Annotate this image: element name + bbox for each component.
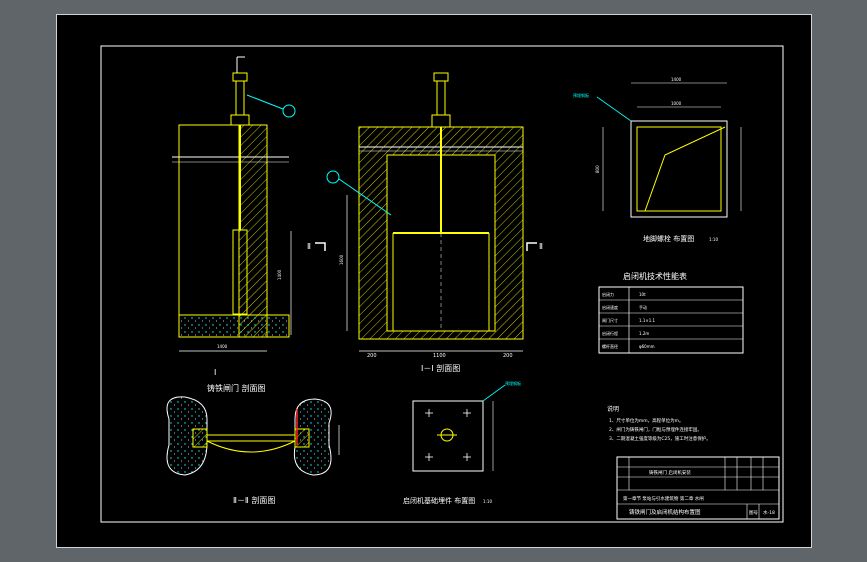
spec-table-title: 启闭机技术性能表 xyxy=(623,271,687,281)
spec-row-3-name: 闸门尺寸 xyxy=(602,317,618,323)
base-callout: 预埋钢板 xyxy=(505,380,521,386)
spec-row-4-name: 启闭行程 xyxy=(602,330,618,336)
title-row-1: 铸铁闸门 启闭机安装 xyxy=(649,469,691,476)
spec-row-5-name: 螺杆直径 xyxy=(602,343,618,349)
detail-caption: 地脚螺栓 布置图 xyxy=(643,234,694,243)
spec-table: 启闭机技术性能表 启闭力 10t 启闭速度 手动 闸门尺寸 1.1×1.1 启闭… xyxy=(598,271,744,354)
detail-callout: 预埋钢板 xyxy=(573,92,589,98)
title-row-2: 第一章节 泵站与引水建筑物 第二章 水闸 xyxy=(623,495,704,502)
title-row-3: 铸铁闸门及启闭机结构布置图 xyxy=(629,508,701,516)
inner-frame xyxy=(100,45,784,523)
front-dim-left: 200 xyxy=(367,353,377,359)
elevation-caption: 铸铁闸门 剖面图 xyxy=(207,383,266,393)
notes-line-1: 1、尺寸单位为mm，高程单位为m。 xyxy=(609,417,684,424)
front-dim-right: 200 xyxy=(503,353,513,359)
elevation-dim-height: 1400 xyxy=(277,269,282,280)
base-caption: 启闭机基础埋件 布置图 xyxy=(403,496,475,505)
detail-dim-top-inner: 1000 xyxy=(671,101,682,106)
drawing-sheet: 1400 1400 Ⅰ 铸铁闸门 剖面图 Ⅱ Ⅱ 200 1100 200 xyxy=(56,14,812,548)
front-dim-mid: 1100 xyxy=(433,353,446,359)
detail-dim-top-outer: 1400 xyxy=(671,77,682,82)
front-view: Ⅱ Ⅱ 200 1100 200 1600 Ⅰ－Ⅰ 剖面图 xyxy=(307,72,543,373)
notes: 说明 1、尺寸单位为mm，高程单位为m。 2、闸门为铸铁闸门，门框与预埋件连接牢… xyxy=(607,405,711,442)
elevation-dim-width: 1400 xyxy=(217,344,228,349)
cad-drawing: 1400 1400 Ⅰ 铸铁闸门 剖面图 Ⅱ Ⅱ 200 1100 200 xyxy=(100,45,784,523)
front-dim-side: 1600 xyxy=(339,254,344,265)
spec-row-5-value: φ60mm xyxy=(639,344,655,349)
spec-row-1-value: 10t xyxy=(639,292,646,297)
detail-scale: 1:10 xyxy=(709,237,718,242)
title-block: 铸铁闸门 启闭机安装 第一章节 泵站与引水建筑物 第二章 水闸 铸铁闸门及启闭机… xyxy=(616,456,780,520)
spec-row-3-value: 1.1×1.1 xyxy=(639,318,656,323)
detail-dim-left: 800 xyxy=(595,165,600,173)
elevation-view: 1400 1400 Ⅰ 铸铁闸门 剖面图 xyxy=(172,56,296,393)
title-sheet-label: 图号 xyxy=(749,510,758,516)
elevation-roman: Ⅰ xyxy=(214,368,216,377)
base-view: 预埋钢板 启闭机基础埋件 布置图 1:10 xyxy=(403,380,521,505)
detail-view: 1400 1000 800 预埋钢板 地脚螺栓 布置图 1:10 xyxy=(573,77,742,243)
spec-row-1-name: 启闭力 xyxy=(602,291,614,297)
front-caption: Ⅰ－Ⅰ 剖面图 xyxy=(421,363,460,373)
front-mark-left: Ⅱ xyxy=(307,242,311,251)
spec-row-2-value: 手动 xyxy=(639,304,647,310)
title-sheet-no: 水-18 xyxy=(763,509,775,516)
spec-row-4-value: 1.2m xyxy=(639,331,649,336)
front-mark-right: Ⅱ xyxy=(539,242,543,251)
base-scale: 1:10 xyxy=(483,499,492,504)
notes-line-3: 3、二期混凝土强度等级为C25，施工时注意保护。 xyxy=(609,435,711,442)
spec-row-2-name: 启闭速度 xyxy=(602,304,618,310)
plan-view: Ⅱ－Ⅱ 剖面图 xyxy=(166,396,340,505)
plan-caption: Ⅱ－Ⅱ 剖面图 xyxy=(233,495,275,505)
notes-line-2: 2、闸门为铸铁闸门，门框与预埋件连接牢固。 xyxy=(609,426,702,433)
notes-title: 说明 xyxy=(607,405,619,413)
